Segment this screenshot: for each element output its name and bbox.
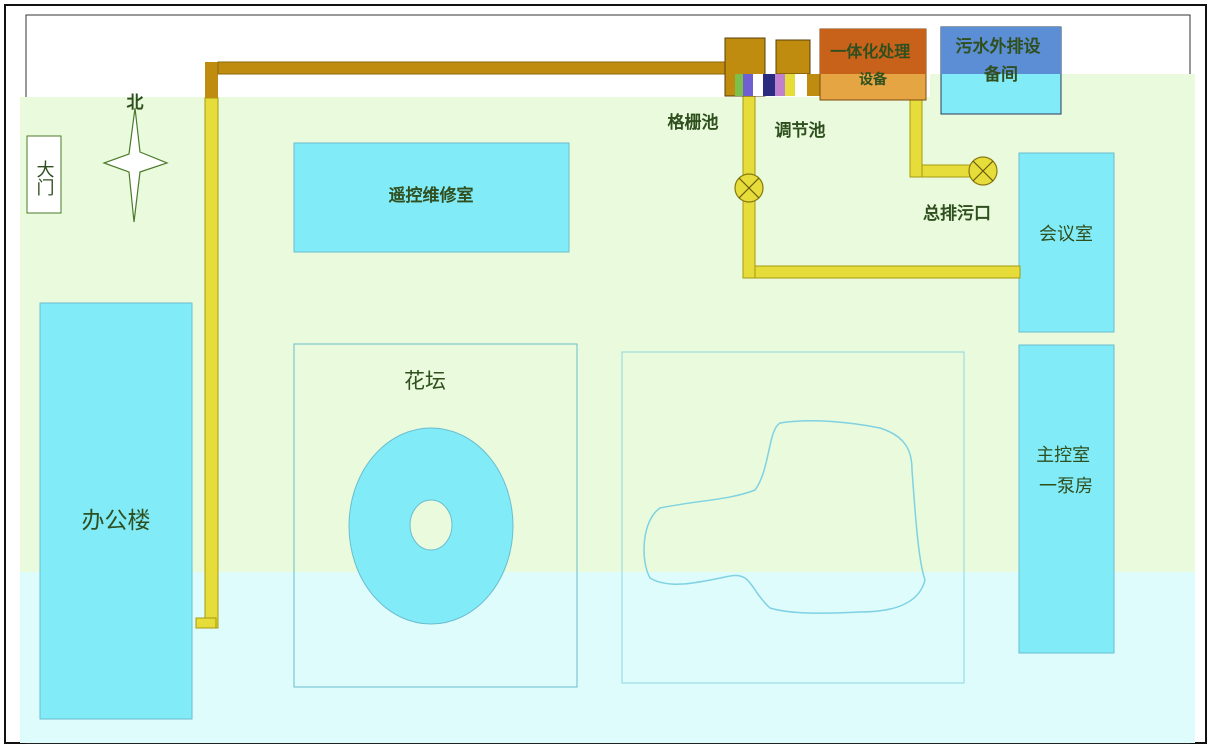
valve-icon: [734, 173, 764, 203]
pipe-to-meeting-room: [754, 265, 1021, 279]
pond-area: [621, 351, 965, 684]
flower-bed-label: 花坛: [404, 369, 446, 393]
main-control-label-line2: 一泵房: [1039, 476, 1093, 497]
integrated-equipment-top: [820, 29, 926, 74]
pipe-top-horizontal: [217, 61, 727, 75]
compass-icon: [102, 107, 169, 223]
remote-repair-room: [293, 142, 570, 253]
gate-box: [26, 135, 62, 214]
discharge-room-label-line1: 污水外排设: [956, 36, 1041, 57]
office-label: 办公楼: [82, 508, 151, 534]
regulating-tank: [775, 39, 811, 75]
flower-bed-center: [409, 499, 453, 551]
meeting-room-label: 会议室: [1039, 224, 1093, 245]
outlet-valve-icon: [968, 156, 998, 186]
pipe-left-elbow: [195, 617, 217, 629]
pipe-grating-lower: [742, 199, 756, 279]
pipe-to-outlet: [921, 164, 973, 178]
pipe-grating-down: [742, 95, 756, 181]
integrated-equipment-label-line1: 一体化处理: [830, 42, 910, 61]
pond-outline: [643, 420, 926, 614]
north-label: 北: [127, 93, 144, 113]
grating-tank-label: 格栅池: [668, 112, 719, 133]
pipe-left-lower: [204, 97, 219, 629]
pipe-equipment-down: [909, 99, 923, 178]
office-building: [39, 302, 193, 720]
gate-label: 大门: [34, 160, 55, 197]
integrated-equipment-label-line2: 设备: [859, 71, 888, 88]
main-control-label: 主控室 一泵房: [1036, 445, 1096, 497]
main-control-label-line1: 主控室: [1036, 445, 1090, 466]
main-outlet-label: 总排污口: [923, 203, 991, 224]
discharge-equipment-room-top: [941, 27, 1061, 74]
regulating-tank-label: 调节池: [775, 120, 826, 141]
main-control-room: [1018, 344, 1115, 654]
remote-repair-label: 遥控维修室: [389, 185, 474, 206]
discharge-room-label: 污水外排设 备间: [956, 36, 1047, 85]
flower-bed-area: [293, 343, 578, 688]
meeting-room: [1018, 152, 1115, 333]
pipe-left-top: [205, 62, 218, 98]
tank-connector: [735, 74, 821, 96]
discharge-room-label-line2: 备间: [983, 64, 1018, 85]
integrated-equipment-label: 一体化处理 设备: [830, 42, 916, 88]
